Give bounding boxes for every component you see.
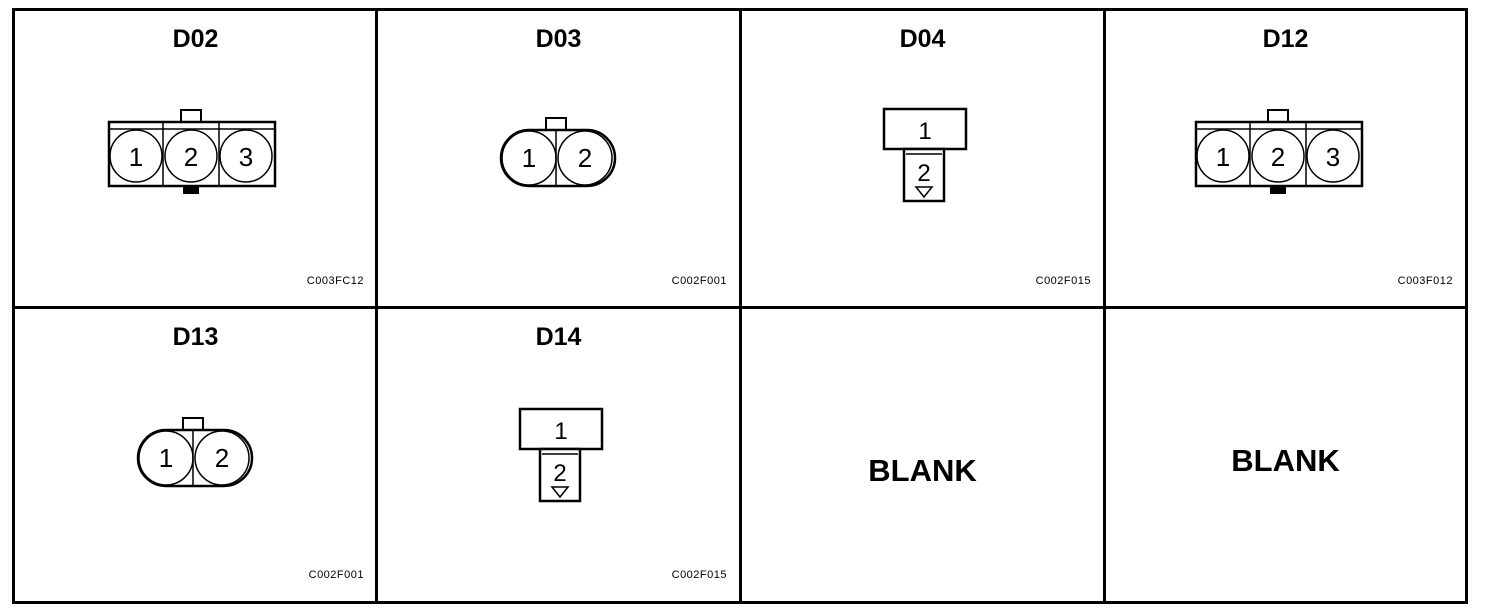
pin-label: 2 bbox=[1271, 142, 1285, 172]
pin-label: 2 bbox=[184, 142, 198, 172]
pin-label: 1 bbox=[1216, 142, 1230, 172]
two-pin-connector-icon: 1 2 bbox=[499, 117, 617, 188]
two-pin-connector-icon: 1 2 bbox=[136, 417, 254, 488]
part-code: C002F001 bbox=[308, 569, 364, 581]
part-code: C003FC12 bbox=[306, 275, 364, 287]
connector-cell-d03: D03 1 2 C002F001 bbox=[378, 11, 739, 307]
connector-cell-d13: D13 1 2 C002F001 bbox=[15, 309, 376, 601]
connector-title: D04 bbox=[899, 25, 946, 53]
connector-title: D12 bbox=[1262, 25, 1309, 53]
connector-cell-d02: D02 1 2 3 C003FC12 bbox=[15, 11, 376, 307]
three-pin-connector-icon: 1 2 3 bbox=[1194, 109, 1364, 194]
connector-title: D02 bbox=[172, 25, 219, 53]
connector-title: D03 bbox=[535, 25, 582, 53]
two-pin-t-connector-icon: 1 2 bbox=[882, 107, 968, 203]
part-code: C003F012 bbox=[1397, 275, 1453, 287]
pin-label: 3 bbox=[239, 142, 253, 172]
pin-label: 2 bbox=[553, 460, 566, 487]
blank-cell: BLANK bbox=[1106, 309, 1465, 601]
part-code: C002F015 bbox=[671, 569, 727, 581]
blank-cell: BLANK bbox=[742, 309, 1103, 601]
pin-label: 2 bbox=[578, 143, 592, 173]
pin-label: 1 bbox=[554, 418, 567, 445]
three-pin-connector-icon: 1 2 3 bbox=[107, 109, 277, 194]
pin-label: 2 bbox=[215, 443, 229, 473]
part-code: C002F015 bbox=[1035, 275, 1091, 287]
connector-title: D14 bbox=[535, 323, 582, 351]
pin-label: 2 bbox=[917, 160, 930, 187]
blank-label: BLANK bbox=[868, 453, 977, 488]
connector-cell-d12: D12 1 2 3 C003F012 bbox=[1106, 11, 1465, 307]
pin-label: 1 bbox=[522, 143, 536, 173]
connector-grid: D02 1 2 3 C003FC12 D03 1 2 C00 bbox=[12, 8, 1468, 604]
connector-title: D13 bbox=[172, 323, 219, 351]
pin-label: 3 bbox=[1326, 142, 1340, 172]
pin-label: 1 bbox=[918, 118, 931, 145]
pin-label: 1 bbox=[129, 142, 143, 172]
blank-label: BLANK bbox=[1231, 443, 1340, 478]
grid-divider bbox=[15, 306, 1465, 309]
connector-cell-d04: D04 1 2 C002F015 bbox=[742, 11, 1103, 307]
pin-label: 1 bbox=[159, 443, 173, 473]
connector-cell-d14: D14 1 2 C002F015 bbox=[378, 309, 739, 601]
part-code: C002F001 bbox=[671, 275, 727, 287]
two-pin-t-connector-icon: 1 2 bbox=[518, 407, 604, 503]
